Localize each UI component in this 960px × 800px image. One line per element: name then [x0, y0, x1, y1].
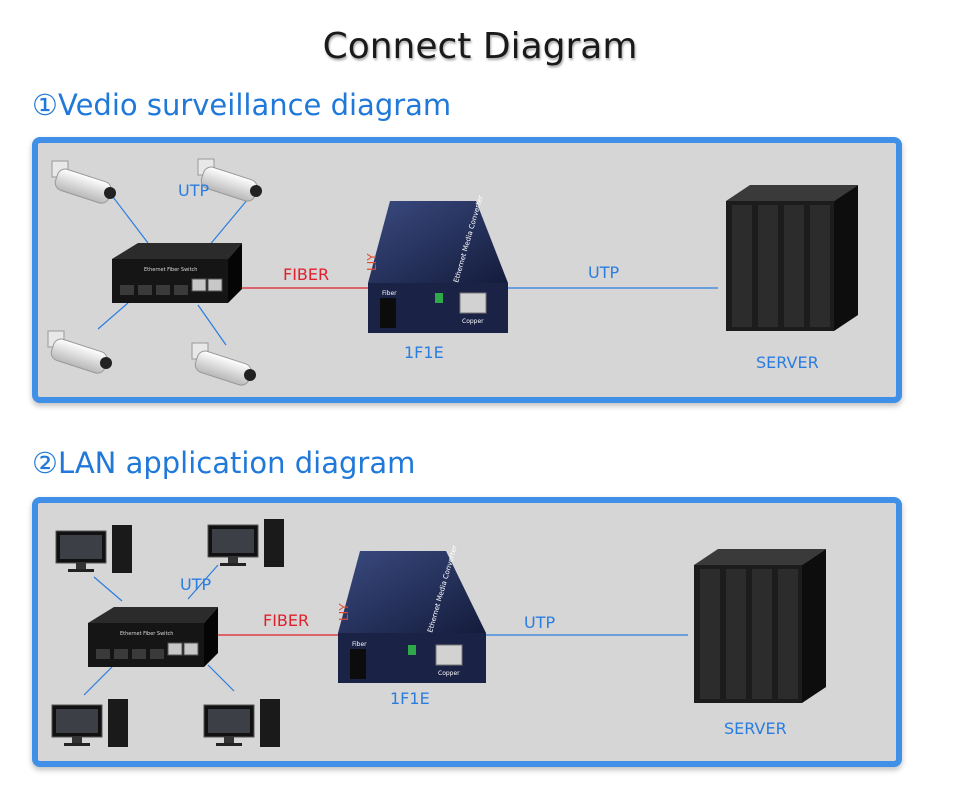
utp-cable-line — [93, 576, 123, 602]
page-title: Connect Diagram — [322, 26, 638, 67]
ip-camera-icon — [51, 160, 116, 204]
fiber-label: FIBER — [263, 611, 310, 630]
server-label: SERVER — [756, 353, 819, 372]
server-rack-icon — [694, 549, 826, 703]
converter-fiber-port-text: Fiber — [352, 641, 367, 648]
server-label: SERVER — [724, 719, 787, 738]
media-converter-1f1e: LIY Ethernet Media Converter Fiber Coppe… — [337, 544, 486, 683]
desktop-computer-icon — [207, 519, 284, 567]
lan-application-panel: Ethernet Fiber Switch LIY Ethernet Media… — [32, 497, 902, 767]
utp-link-label: UTP — [524, 613, 556, 632]
switch-model-text: Ethernet Fiber Switch — [120, 631, 173, 637]
server-rack-icon — [726, 185, 858, 331]
utp-cable-line — [97, 302, 129, 330]
converter-brand-logo: LIY — [365, 253, 379, 271]
utp-cable-line — [207, 198, 249, 248]
fiber-label: FIBER — [283, 265, 330, 284]
utp-edge-label: UTP — [178, 181, 210, 200]
media-converter-1f1e: LIY Ethernet Media Converter Fiber Coppe… — [365, 194, 508, 333]
utp-cable-line — [207, 664, 235, 692]
utp-edge-label: UTP — [180, 575, 212, 594]
desktop-computer-icon — [55, 525, 132, 573]
converter-label: 1F1E — [404, 343, 444, 362]
utp-cable-line — [187, 564, 219, 600]
ip-camera-icon — [197, 158, 262, 202]
converter-label: 1F1E — [390, 689, 430, 708]
video-diagram-canvas: Ethernet Fiber Switch LIY Ethernet Media… — [47, 158, 858, 386]
section-title-video: ①Vedio surveillance diagram — [32, 88, 452, 122]
converter-brand-logo: LIY — [337, 603, 351, 621]
utp-cable-line — [197, 304, 227, 346]
desktop-computer-icon — [51, 699, 128, 747]
ip-camera-icon — [47, 330, 112, 374]
converter-copper-port-text: Copper — [438, 670, 460, 677]
utp-cable-line — [109, 192, 149, 244]
converter-copper-port-text: Copper — [462, 318, 484, 325]
desktop-computer-icon — [203, 699, 280, 747]
ip-camera-icon — [191, 342, 256, 386]
utp-cable-line — [83, 666, 113, 696]
video-surveillance-panel: Ethernet Fiber Switch LIY Ethernet Media… — [32, 137, 902, 403]
converter-fiber-port-text: Fiber — [382, 290, 397, 297]
ethernet-fiber-switch: Ethernet Fiber Switch — [88, 607, 218, 667]
section-title-lan: ②LAN application diagram — [32, 446, 416, 480]
utp-link-label: UTP — [588, 263, 620, 282]
switch-model-text: Ethernet Fiber Switch — [144, 267, 197, 273]
ethernet-fiber-switch: Ethernet Fiber Switch — [112, 243, 242, 303]
lan-diagram-canvas: Ethernet Fiber Switch LIY Ethernet Media… — [51, 519, 826, 747]
